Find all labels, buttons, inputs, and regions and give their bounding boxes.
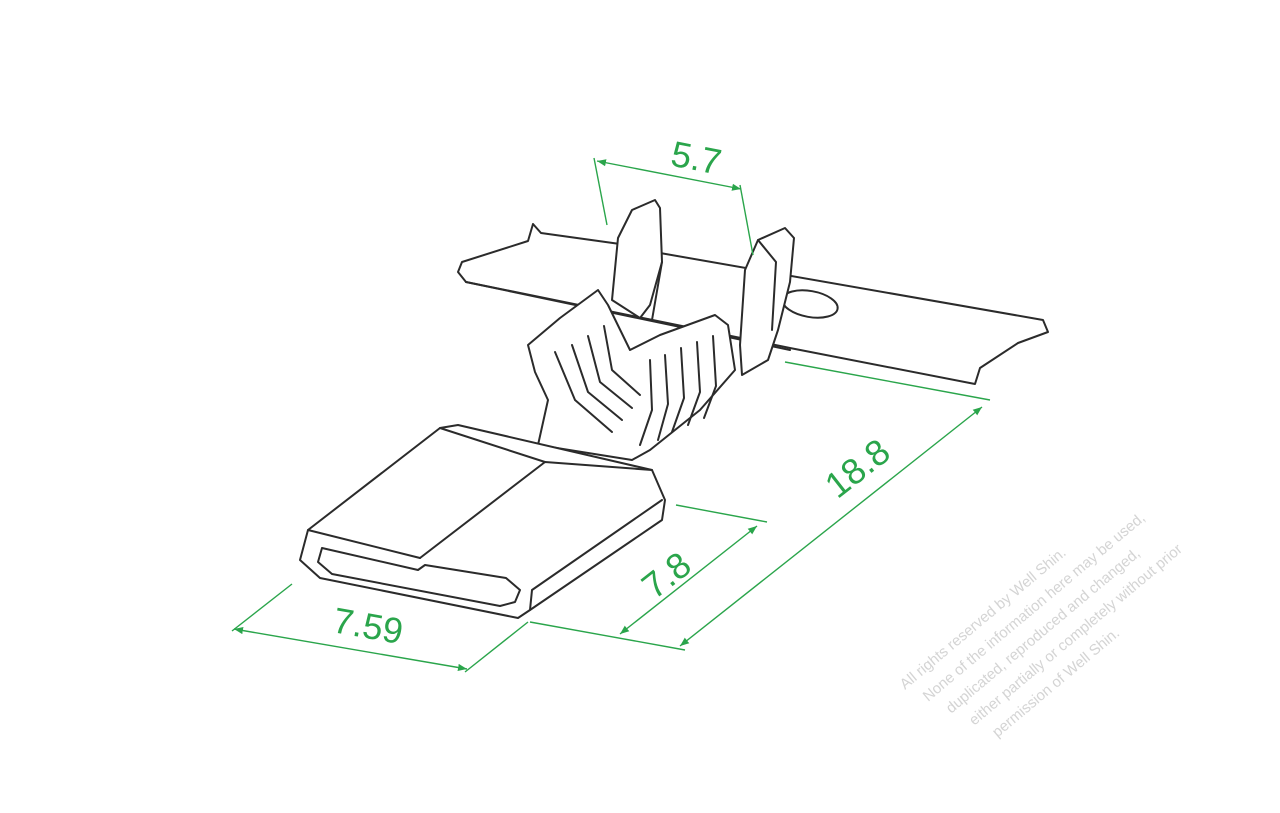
dim-pin-width-label: 5.7 bbox=[668, 133, 725, 183]
dim-overall-length-label: 18.8 bbox=[817, 430, 897, 505]
insulation-crimp-wings bbox=[611, 199, 795, 376]
receptacle-opening bbox=[317, 547, 521, 607]
dim-receptacle-length-label: 7.8 bbox=[634, 544, 699, 607]
dim-receptacle-width-label: 7.59 bbox=[330, 599, 406, 652]
receptacle-body bbox=[299, 424, 666, 619]
copyright-watermark: All rights reserved by Well Shin. None o… bbox=[897, 509, 1186, 741]
dimension-lines bbox=[231, 157, 991, 673]
